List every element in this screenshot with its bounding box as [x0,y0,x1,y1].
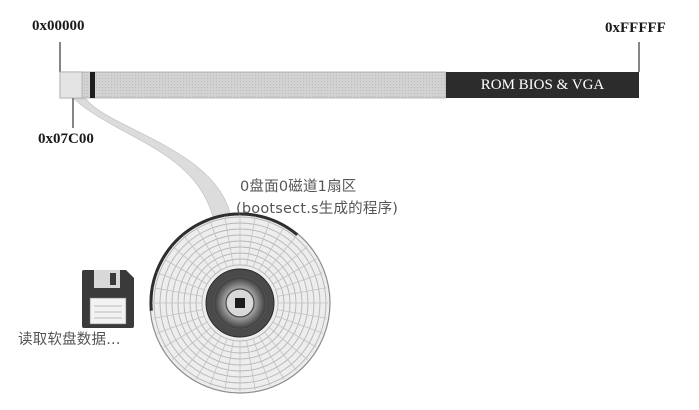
platter-sector-line [153,287,203,297]
platter-sector-line [264,331,297,371]
platter-sector-line [183,235,216,275]
rom-bios-vga-block [446,72,639,98]
boot-sector-marker [90,72,95,98]
platter-sector-line [163,321,208,348]
platter-sector-line [252,220,271,268]
platter-sector-line [258,335,285,380]
platter-sector-line [209,220,228,268]
start-address-label: 0x00000 [32,18,85,34]
platter-sector-line [163,258,208,285]
platter-sector-line [209,338,228,386]
platter-sector-line [172,327,212,360]
platter-sector-line [195,226,222,271]
platter-sector-line [157,315,205,334]
platter-sector-line [272,258,317,285]
rom-region-label: ROM BIOS & VGA [480,77,605,93]
end-address-label: 0xFFFFF [605,20,666,36]
platter-sector-line [275,315,323,334]
boot-address-label: 0x07C00 [38,131,94,147]
sector-funnel [72,98,233,226]
platter-sector-line [157,272,205,291]
platter-sector-line [153,309,203,319]
platter-sector-line [224,340,234,390]
platter-sector-line [246,340,256,390]
platter-sector-line [195,335,222,380]
platter-sector-line [277,309,327,319]
platter-sector-line [268,246,308,279]
platter-spindle [235,298,245,308]
platter-sector-line [272,321,317,348]
platter-sector-line [258,226,285,271]
platter-sector-line [246,216,256,266]
platter-sector-line [183,331,216,371]
platter-sector-line [275,272,323,291]
platter-sector-line [277,287,327,297]
disk-platter-icon [149,212,331,394]
boot-area [59,71,83,99]
platter-sector-line [252,338,271,386]
floppy-disk-icon [82,270,134,328]
memory-bar [59,71,447,99]
sector-description: (bootsect.s生成的程序) [236,201,399,217]
platter-sector-line [264,235,297,275]
read-floppy-label: 读取软盘数据... [18,332,121,348]
platter-sector-line [172,246,212,279]
platter-rim-arc [149,212,299,311]
sector-title: 0盘面0磁道1扇区 [240,179,357,195]
platter-sector-line [224,216,234,266]
platter-sector-line [268,327,308,360]
